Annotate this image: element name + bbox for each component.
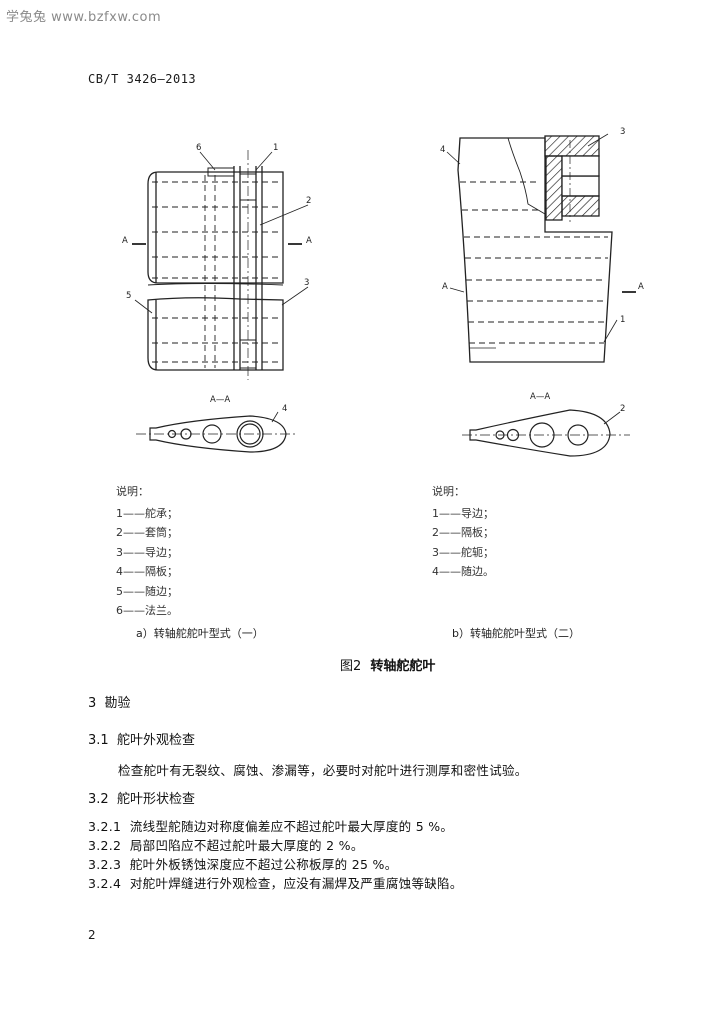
legend-a-item: 4——隔板； — [116, 565, 178, 578]
right-callouts: 3 4 A A 1 A—A 2 — [440, 127, 644, 414]
clause-number: 3.2.3 — [88, 857, 122, 872]
legend-b-item: 1——导边； — [432, 506, 494, 520]
rudder-type-a-section — [136, 411, 298, 453]
legend-b-item: 3——舵轭； — [432, 545, 494, 559]
callout-6: 6 — [196, 143, 201, 153]
left-callouts: 6 1 2 A A 5 3 A—A 4 — [122, 143, 312, 414]
rudder-type-b-section — [462, 409, 630, 457]
callout-a-right-b: A — [638, 282, 644, 292]
legend-b-item: 2——隔板； — [432, 526, 494, 539]
caption-b: b）转轴舵舵叶型式（二） — [452, 627, 580, 640]
legend-a-item: 1——舵承； — [116, 506, 178, 520]
legend-a: 说明： 1——舵承； 2——套筒； 3——导边； 4——隔板； 5——随边； 6… — [116, 482, 178, 621]
callout-1-b: 1 — [620, 315, 625, 325]
legend-b-item: 4——随边。 — [432, 565, 494, 578]
figure-number: 图2 — [340, 659, 362, 674]
watermark: 学兔兔 www.bzfxw.com — [6, 10, 162, 25]
callout-a-right: A — [306, 236, 312, 246]
callout-4-b: 4 — [440, 145, 445, 155]
page-number: 2 — [88, 928, 96, 942]
legend-a-title: 说明： — [116, 485, 149, 498]
clause-3-2-2: 3.2.2 局部凹陷应不超过舵叶最大厚度的 2 %。 — [88, 835, 364, 854]
clause-3-2-3: 3.2.3 舵叶外板锈蚀深度应不超过公称板厚的 25 %。 — [88, 854, 398, 873]
figure-title-text: 转轴舵舵叶 — [370, 659, 436, 674]
callout-1: 1 — [273, 143, 278, 153]
section-label-b: A—A — [530, 392, 550, 402]
legend-a-item: 5——随边； — [116, 584, 178, 598]
callout-2: 2 — [306, 196, 311, 206]
clause-3-2-4: 3.2.4 对舵叶焊缝进行外观检查，应没有漏焊及严重腐蚀等缺陷。 — [88, 873, 463, 892]
callout-a-left-b: A — [442, 282, 448, 292]
callout-4: 4 — [282, 404, 287, 414]
clause-number: 3.2.1 — [88, 819, 122, 834]
caption-a: a）转轴舵舵叶型式（一） — [136, 627, 264, 640]
legend-a-item: 2——套筒； — [116, 526, 178, 539]
callout-5: 5 — [126, 291, 131, 301]
callout-3-b: 3 — [620, 127, 625, 137]
section-title: 舵叶外观检查 — [116, 733, 195, 748]
section-3-1-heading: 3.1 舵叶外观检查 — [88, 729, 195, 748]
figure-drawings: 6 1 2 A A 5 3 A—A 4 — [122, 127, 644, 457]
rudder-type-a-elevation — [132, 150, 309, 380]
section-3-heading: 3 勘验 — [88, 692, 131, 711]
section-title: 勘验 — [104, 696, 131, 711]
legend-a-item: 3——导边； — [116, 545, 178, 559]
section-3-1-text: 检查舵叶有无裂纹、腐蚀、渗漏等，必要时对舵叶进行测厚和密性试验。 — [118, 763, 528, 778]
figure-title: 图2 转轴舵舵叶 — [340, 655, 435, 674]
section-3-2-heading: 3.2 舵叶形状检查 — [88, 788, 195, 807]
clause-number: 3.2.2 — [88, 838, 122, 853]
clause-text: 对舵叶焊缝进行外观检查，应没有漏焊及严重腐蚀等缺陷。 — [129, 876, 463, 891]
clause-3-2-1: 3.2.1 流线型舵随边对称度偏差应不超过舵叶最大厚度的 5 %。 — [88, 816, 453, 835]
section-number: 3.2 — [88, 792, 109, 807]
clause-text: 流线型舵随边对称度偏差应不超过舵叶最大厚度的 5 %。 — [129, 819, 454, 834]
rudder-type-b-elevation — [446, 133, 636, 363]
clause-text: 局部凹陷应不超过舵叶最大厚度的 2 %。 — [129, 838, 364, 853]
callout-a-left: A — [122, 236, 128, 246]
clause-number: 3.2.4 — [88, 876, 122, 891]
legend-b: 说明： 1——导边； 2——隔板； 3——舵轭； 4——随边。 — [432, 482, 494, 582]
clause-text: 舵叶外板锈蚀深度应不超过公称板厚的 25 %。 — [129, 857, 398, 872]
callout-2-b: 2 — [620, 404, 625, 414]
legend-b-title: 说明： — [432, 485, 465, 498]
legend-a-item: 6——法兰。 — [116, 604, 178, 617]
section-number: 3 — [88, 696, 97, 711]
callout-3: 3 — [304, 278, 309, 288]
section-label-a: A—A — [210, 395, 230, 405]
standard-number: CB/T 3426—2013 — [88, 72, 197, 86]
section-number: 3.1 — [88, 733, 109, 748]
section-title: 舵叶形状检查 — [116, 792, 195, 807]
